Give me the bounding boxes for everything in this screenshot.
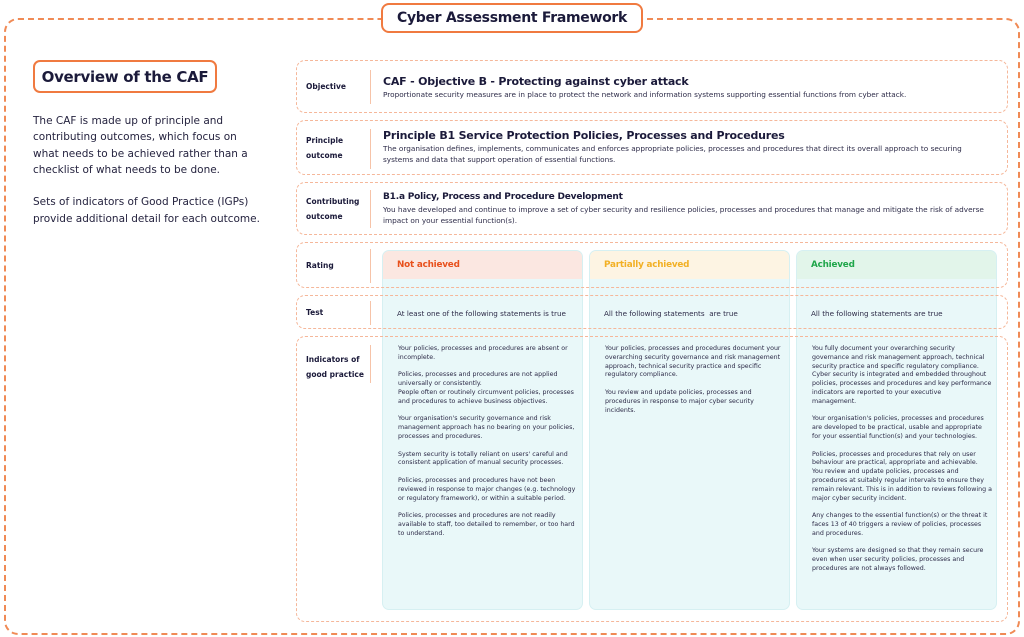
- row-divider: [370, 190, 371, 228]
- contributing-description: You have developed and continue to impro…: [383, 205, 984, 225]
- indicator-item: Your organisation's policies, processes …: [812, 415, 984, 440]
- indicator-item: You fully document your overarching secu…: [812, 345, 992, 405]
- overview-paragraph: The CAF is made up of principle and cont…: [33, 115, 248, 176]
- indicator-list: Your policies, processes and procedures …: [398, 345, 578, 547]
- overview-title: Overview of the CAF: [33, 60, 217, 93]
- objective-description: Proportionate security measures are in p…: [383, 90, 907, 99]
- indicator-item: System security is totally reliant on us…: [398, 450, 568, 467]
- indicator-item: Policies, processes and procedures are n…: [398, 512, 575, 537]
- rating-achieved: Achieved: [797, 251, 996, 279]
- contributing-outcome-row: Contributing outcome B1.a Policy, Proces…: [296, 182, 1008, 235]
- indicator-item: Your systems are designed so that they r…: [812, 547, 984, 572]
- indicator-item: Your organisation's security governance …: [398, 415, 575, 440]
- row-label-contributing: Contributing outcome: [306, 197, 360, 221]
- indicators-row: Indicators of good practice: [296, 336, 1008, 622]
- row-label-principle: Principle outcome: [306, 136, 344, 160]
- principle-outcome-row: Principle outcome Principle B1 Service P…: [296, 120, 1008, 175]
- test-row: Test: [296, 295, 1008, 329]
- row-divider: [370, 301, 371, 325]
- row-label-objective: Objective: [306, 82, 346, 91]
- indicator-item: Policies, processes and procedures that …: [812, 450, 992, 502]
- row-label-indicators: Indicators of good practice: [306, 355, 364, 379]
- row-label-rating: Rating: [306, 261, 334, 270]
- rating-partially-achieved: Partially achieved: [590, 251, 789, 279]
- contributing-title: B1.a Policy, Process and Procedure Devel…: [383, 192, 623, 202]
- indicator-item: Your policies, processes and procedures …: [605, 345, 781, 379]
- indicator-item: You review and update policies, processe…: [605, 388, 754, 414]
- indicator-list: Your policies, processes and procedures …: [605, 345, 785, 424]
- overview-paragraph: Sets of indicators of Good Practice (IGP…: [33, 196, 260, 225]
- principle-title: Principle B1 Service Protection Policies…: [383, 129, 785, 142]
- rating-row: Rating: [296, 242, 1008, 288]
- test-statement: All the following statements are true: [604, 309, 738, 318]
- row-divider: [370, 345, 371, 383]
- objective-row: Objective CAF - Objective B - Protecting…: [296, 60, 1008, 113]
- principle-description: The organisation defines, implements, co…: [383, 144, 962, 164]
- indicator-item: Policies, processes and procedures are n…: [398, 371, 574, 405]
- row-label-test: Test: [306, 308, 324, 317]
- overview-text: The CAF is made up of principle and cont…: [33, 113, 263, 243]
- indicator-list: You fully document your overarching secu…: [812, 345, 992, 583]
- row-divider: [370, 70, 371, 104]
- indicator-item: Policies, processes and procedures have …: [398, 476, 576, 502]
- row-divider: [370, 129, 371, 169]
- rating-column-partially-achieved: Partially achieved All the following sta…: [589, 250, 790, 610]
- indicator-item: Your policies, processes and procedures …: [398, 345, 568, 361]
- page-title: Cyber Assessment Framework: [381, 3, 643, 33]
- objective-title: CAF - Objective B - Protecting against c…: [383, 75, 689, 88]
- indicator-item: Any changes to the essential function(s)…: [812, 512, 988, 537]
- test-statement: All the following statements are true: [811, 309, 943, 318]
- rating-column-not-achieved: Not achieved At least one of the followi…: [382, 250, 583, 610]
- rating-column-achieved: Achieved All the following statements ar…: [796, 250, 997, 610]
- rating-not-achieved: Not achieved: [383, 251, 582, 279]
- row-divider: [370, 249, 371, 283]
- test-statement: At least one of the following statements…: [397, 309, 566, 318]
